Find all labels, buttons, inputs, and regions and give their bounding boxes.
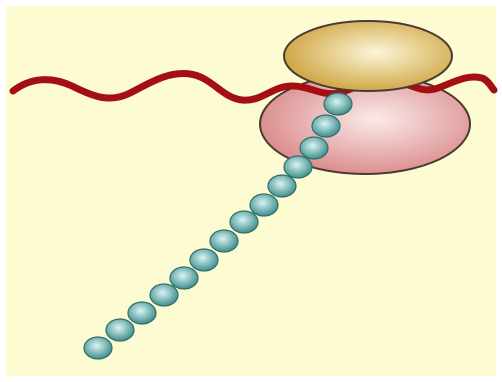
amino-acid-bead (128, 302, 156, 324)
amino-acid-bead (300, 137, 328, 159)
amino-acid-bead (84, 337, 112, 359)
large-ribosomal-subunit (284, 21, 452, 91)
amino-acid-bead (312, 115, 340, 137)
amino-acid-bead (324, 93, 352, 115)
amino-acid-bead (150, 284, 178, 306)
amino-acid-bead (170, 267, 198, 289)
amino-acid-bead (230, 211, 258, 233)
amino-acid-bead (190, 249, 218, 271)
amino-acid-bead (210, 230, 238, 252)
amino-acid-bead (106, 319, 134, 341)
amino-acid-bead (268, 175, 296, 197)
amino-acid-bead (284, 156, 312, 178)
amino-acid-bead (250, 194, 278, 216)
